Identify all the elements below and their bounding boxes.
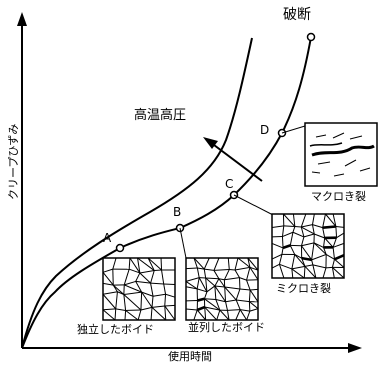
point-a-label: A xyxy=(103,232,111,244)
leader-c xyxy=(234,195,275,216)
point-b-label: B xyxy=(173,206,181,218)
grain-boundary xyxy=(250,289,258,290)
leader-b xyxy=(180,228,186,258)
grain-boundary xyxy=(227,310,240,311)
grain-boundary xyxy=(336,226,337,237)
grain-boundary xyxy=(304,266,305,278)
grain-boundary xyxy=(284,226,295,227)
micrograph-aligned-voids xyxy=(186,258,258,320)
grain-boundary xyxy=(161,258,162,270)
micrograph-macro-cracks xyxy=(305,123,377,186)
grain-boundary xyxy=(164,284,175,285)
grain-boundary xyxy=(165,305,175,306)
condition-label: 高温高圧 xyxy=(134,109,186,122)
grain-boundary xyxy=(295,227,301,228)
micrograph-isolated-voids xyxy=(103,258,175,320)
y-axis-arrow xyxy=(17,12,27,26)
rupture-point-marker xyxy=(308,34,315,41)
micrograph-micro-cracks xyxy=(272,214,344,278)
rupture-label: 破断 xyxy=(283,8,311,22)
grain-boundary xyxy=(126,310,141,311)
grain-boundary xyxy=(323,226,336,227)
x-axis-label: 使用時間 xyxy=(168,351,212,362)
point-a-marker xyxy=(117,245,124,252)
stage-isolated-voids-label: 独立したボイド xyxy=(77,324,154,335)
y-axis-label: クリープひずみ xyxy=(8,124,19,200)
grain-boundary xyxy=(125,310,126,320)
stage-micro-crack-label: ミクロき裂 xyxy=(276,283,331,294)
point-c-label: C xyxy=(225,178,233,190)
grain-boundary xyxy=(302,258,312,260)
shift-arrow-line xyxy=(210,142,262,181)
grain-boundary xyxy=(197,299,204,301)
grain-boundary xyxy=(186,268,197,269)
grain-boundary xyxy=(141,292,142,310)
stage-aligned-voids-label: 並列したボイド xyxy=(188,322,265,333)
stage-macro-crack-label: マクロき裂 xyxy=(311,191,366,202)
grain-boundary xyxy=(206,278,219,279)
x-axis-arrow xyxy=(348,343,362,353)
grain-boundary xyxy=(282,237,283,248)
point-d-label: D xyxy=(260,124,269,136)
